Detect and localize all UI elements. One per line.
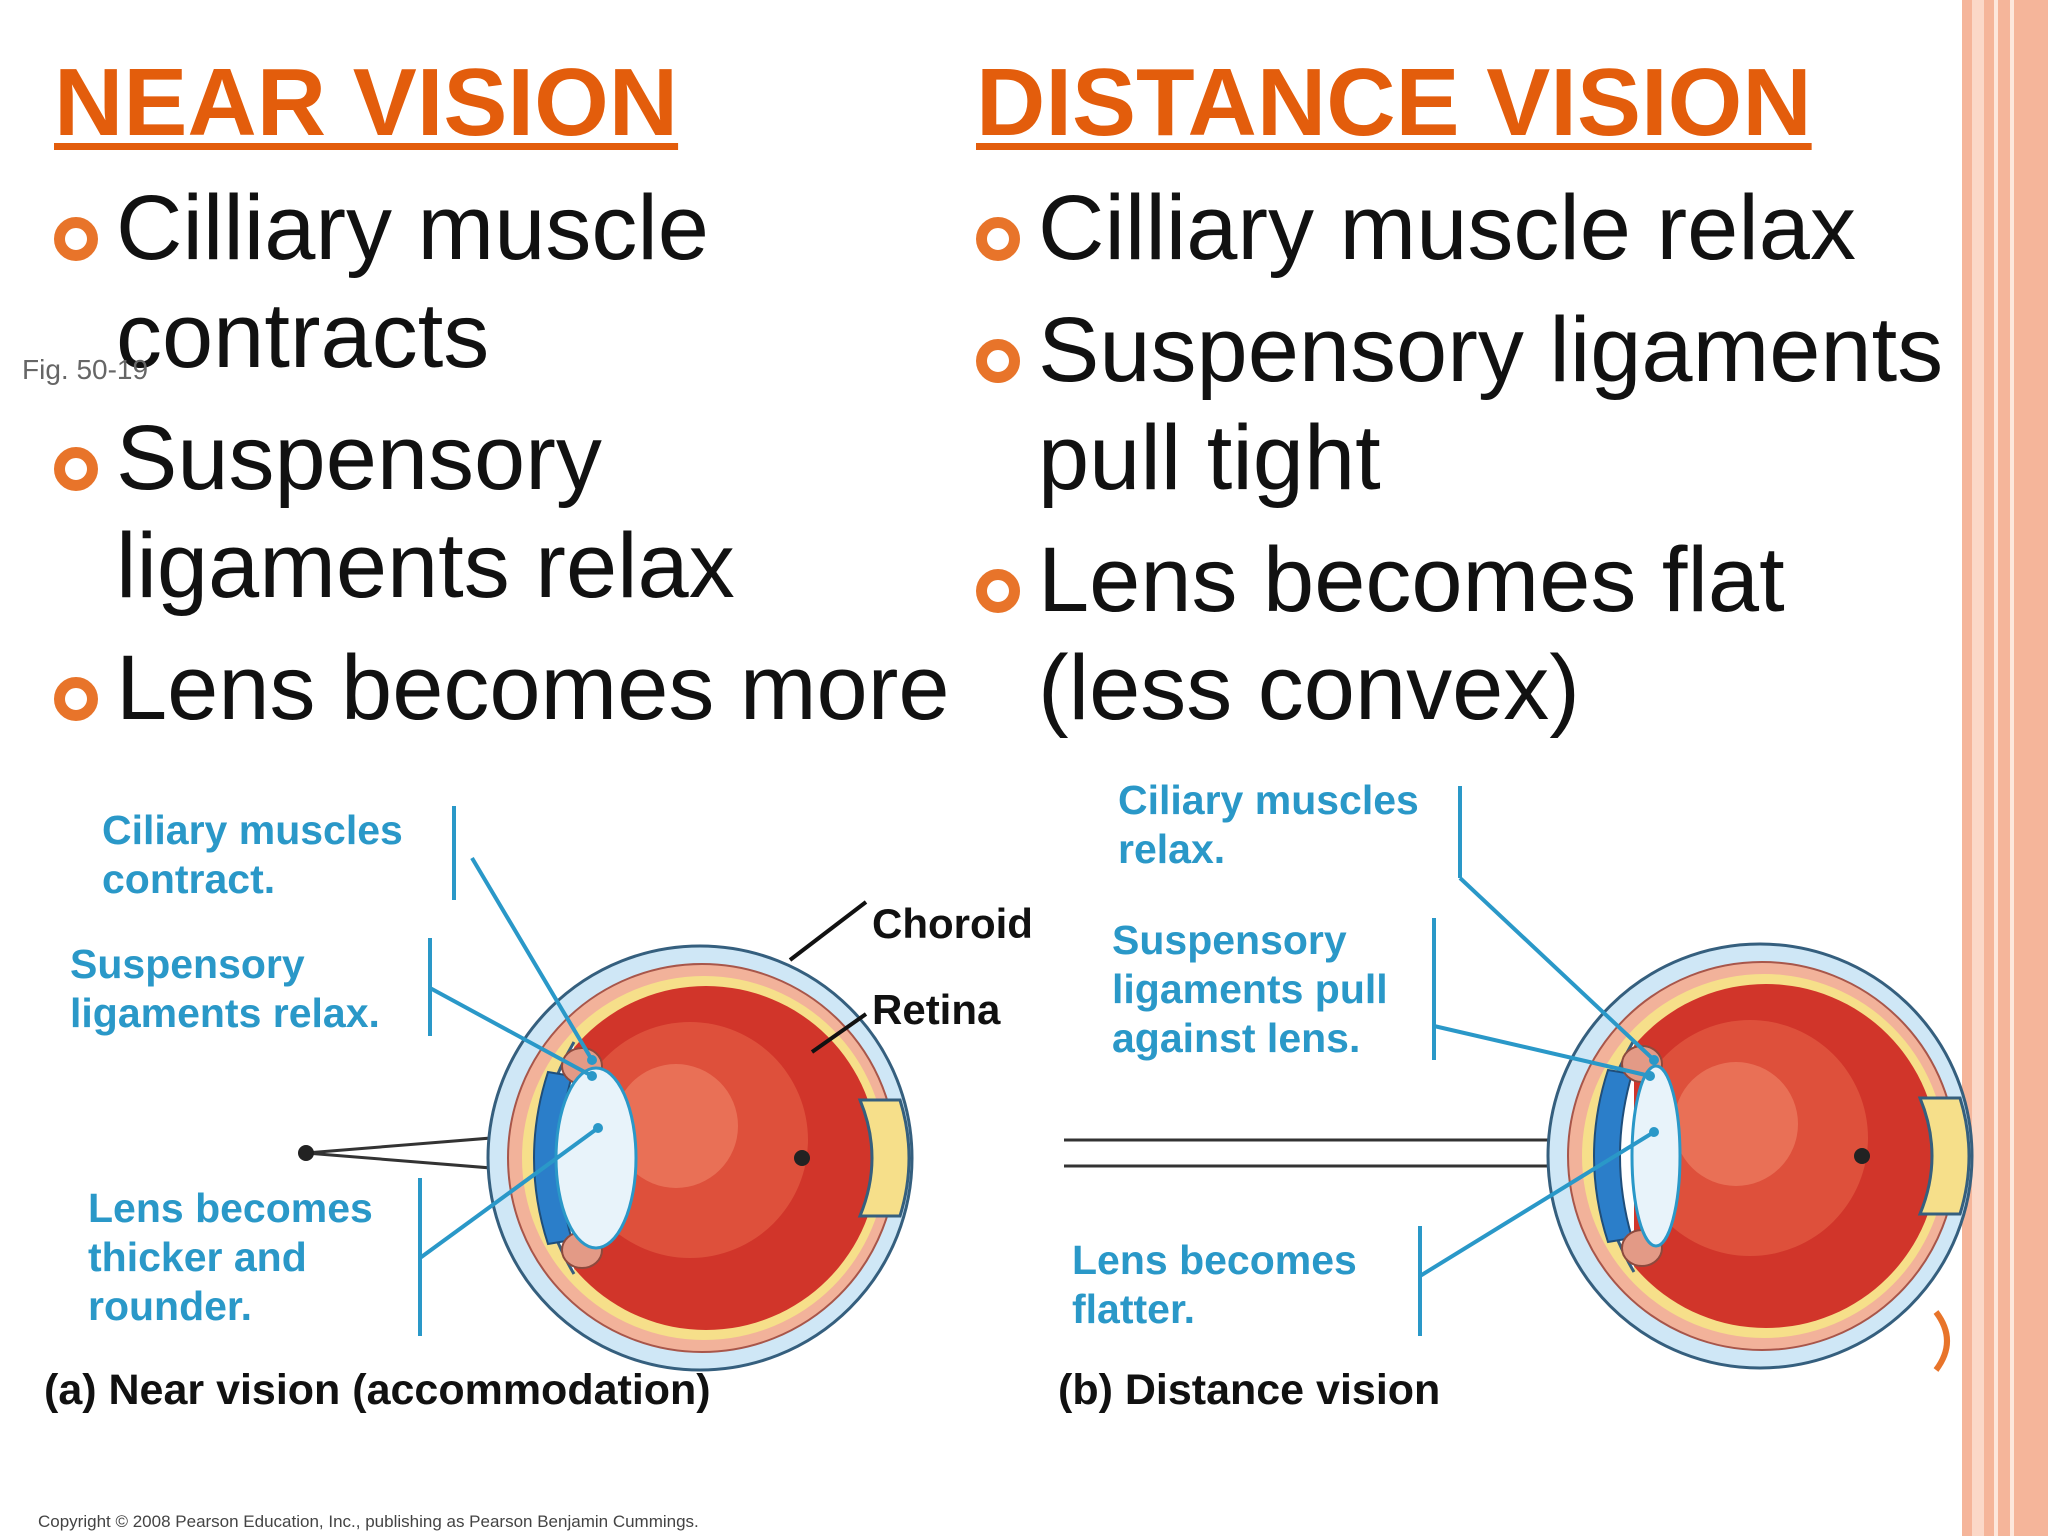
near-bullet-list: Cilliary muscle contracts Suspensory lig… <box>54 174 954 742</box>
near-bullet: Lens becomes more <box>54 634 954 742</box>
figure-number-label: Fig. 50-19 <box>22 354 149 385</box>
near-bullet: Cilliary muscle contracts <box>54 174 954 390</box>
distance-suspensory-label: Suspensory ligaments pull against lens. <box>1112 917 1388 1061</box>
bullet-ring-icon <box>54 217 98 261</box>
near-bullet: Suspensory ligaments relax <box>54 404 954 620</box>
distance-vision-eye <box>1064 786 1974 1370</box>
eye-accommodation-figure: Ciliary muscles contract. Suspensory lig… <box>0 770 2048 1536</box>
choroid-label: Choroid <box>872 900 1033 947</box>
arc-fragment-icon <box>1933 1310 1950 1372</box>
eye-diagrams-svg <box>0 770 1974 1536</box>
bullet-text: Suspensory ligaments relax <box>116 407 735 617</box>
near-vision-caption: (a) Near vision (accommodation) <box>44 1366 711 1414</box>
slide-border-inner <box>1972 0 1984 1536</box>
slide-border-line <box>1994 0 1998 1536</box>
bullet-text: Lens becomes flat (less convex) <box>1038 529 1785 739</box>
distance-bullet: Cilliary muscle relax <box>976 174 1976 282</box>
bullet-text: Cilliary muscle contracts <box>116 177 709 387</box>
near-ciliary-label: Ciliary muscles contract. <box>102 807 403 902</box>
near-vision-eye <box>298 806 914 1372</box>
bullet-ring-icon <box>54 677 98 721</box>
near-suspensory-label: Suspensory ligaments relax. <box>70 941 380 1036</box>
distance-vision-title: DISTANCE VISION <box>976 49 1812 156</box>
bullet-ring-icon <box>976 569 1020 613</box>
bullet-ring-icon <box>54 447 98 491</box>
bullet-ring-icon <box>976 217 1020 261</box>
near-vision-title: NEAR VISION <box>54 49 679 156</box>
distance-bullet: Lens becomes flat (less convex) <box>976 526 1976 742</box>
retina-label: Retina <box>872 986 1001 1033</box>
distance-lens-label: Lens becomes flatter. <box>1072 1237 1357 1332</box>
bullet-ring-icon <box>976 339 1020 383</box>
slide-border-line-2 <box>2010 0 2014 1536</box>
copyright-notice: Copyright © 2008 Pearson Education, Inc.… <box>38 1512 699 1531</box>
distance-ciliary-label: Ciliary muscles relax. <box>1118 777 1419 872</box>
bullet-text: Lens becomes more <box>116 637 950 739</box>
distance-vision-caption: (b) Distance vision <box>1058 1366 1441 1414</box>
distance-bullet-list: Cilliary muscle relax Suspensory ligamen… <box>976 174 1976 742</box>
bullet-text: Cilliary muscle relax <box>1038 177 1856 279</box>
bullet-text: Suspensory ligaments pull tight <box>1038 299 1944 509</box>
distance-bullet: Suspensory ligaments pull tight <box>976 296 1976 512</box>
near-lens-label: Lens becomes thicker and rounder. <box>88 1185 373 1329</box>
